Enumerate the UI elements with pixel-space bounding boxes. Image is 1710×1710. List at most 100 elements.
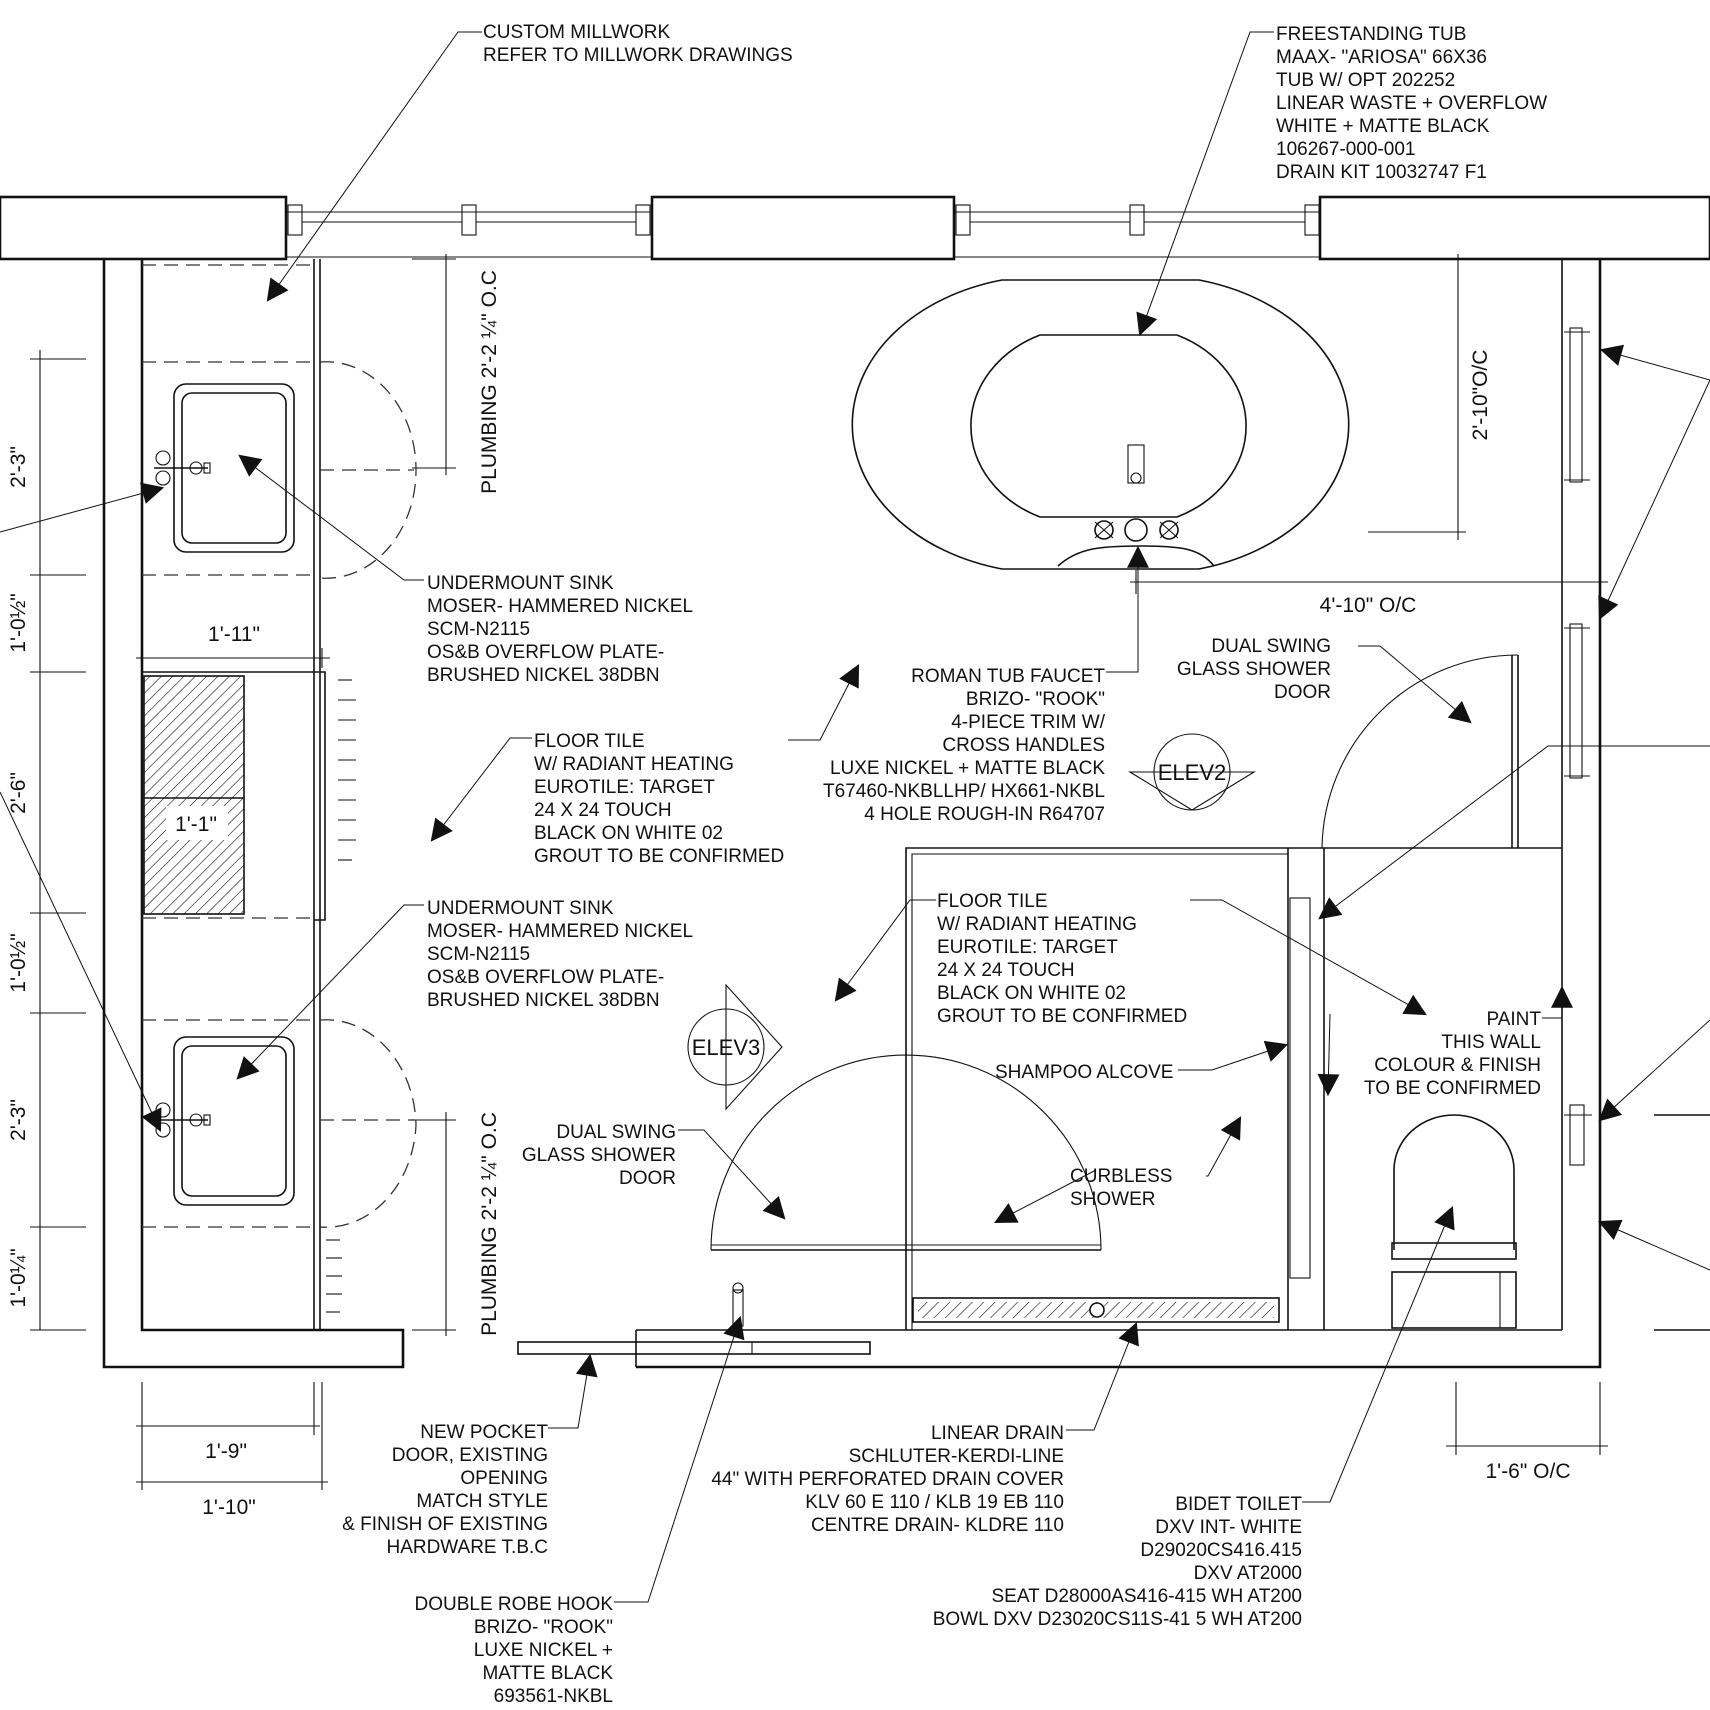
svg-text:NEW POCKET: NEW POCKET	[420, 1422, 548, 1443]
dim-left-1: 2'-3"	[7, 446, 30, 488]
dim-tub-to-wall: 4'-10" O/C	[1320, 594, 1417, 617]
drawer-dashes-lower	[326, 1239, 342, 1313]
svg-text:MATCH STYLE: MATCH STYLE	[416, 1491, 548, 1512]
vanity-niche	[142, 671, 326, 921]
note-bidet: BIDET TOILET DXV INT- WHITE D29020CS416.…	[933, 1494, 1303, 1630]
svg-text:106267-000-001: 106267-000-001	[1276, 139, 1415, 160]
svg-text:HARDWARE T.B.C: HARDWARE T.B.C	[386, 1537, 548, 1558]
dim-plumbing-bottom: PLUMBING 2'-2 ¼" O.C	[478, 1112, 501, 1336]
room-walls	[102, 259, 1710, 1369]
svg-text:BLACK ON WHITE 02: BLACK ON WHITE 02	[534, 823, 723, 844]
svg-text:EUROTILE: TARGET: EUROTILE: TARGET	[937, 937, 1118, 958]
svg-text:UNDERMOUNT SINK: UNDERMOUNT SINK	[427, 573, 614, 594]
svg-text:& FINISH OF EXISTING: & FINISH OF EXISTING	[342, 1514, 548, 1535]
top-exterior-wall	[0, 195, 1710, 261]
svg-text:WHITE + MATTE BLACK: WHITE + MATTE BLACK	[1276, 116, 1490, 137]
svg-text:LUXE NICKEL +: LUXE NICKEL +	[474, 1640, 613, 1661]
svg-text:GROUT TO BE CONFIRMED: GROUT TO BE CONFIRMED	[534, 846, 784, 867]
svg-text:MAAX- "ARIOSA" 66X36: MAAX- "ARIOSA" 66X36	[1276, 47, 1487, 68]
elev3-label: ELEV3	[692, 1035, 761, 1060]
towel-bar-lower	[1564, 623, 1590, 779]
svg-text:ROMAN TUB FAUCET: ROMAN TUB FAUCET	[911, 666, 1105, 687]
sink-upper	[154, 383, 295, 553]
tub-depth-dimension: 2'-10"O/C	[1368, 254, 1500, 540]
note-shower-door-lower: DUAL SWING GLASS SHOWER DOOR	[522, 1122, 676, 1189]
svg-text:GLASS SHOWER: GLASS SHOWER	[1177, 659, 1331, 680]
svg-text:SHOWER: SHOWER	[1070, 1189, 1156, 1210]
svg-text:DXV AT2000: DXV AT2000	[1194, 1563, 1302, 1584]
shower-door-lower-glass	[710, 1054, 1102, 1251]
drawer-dashes-upper	[338, 679, 356, 861]
svg-text:DUAL SWING: DUAL SWING	[1211, 636, 1331, 657]
svg-text:CURBLESS: CURBLESS	[1070, 1166, 1172, 1187]
svg-text:24 X 24 TOUCH: 24 X 24 TOUCH	[534, 800, 672, 821]
svg-text:OS&B OVERFLOW PLATE-: OS&B OVERFLOW PLATE-	[427, 967, 664, 988]
leader-lines	[0, 31, 1710, 1603]
plumbing-dimension-top: PLUMBING 2'-2 ¼" O.C	[412, 254, 501, 494]
bidet-toilet	[1391, 1114, 1517, 1329]
svg-text:OS&B OVERFLOW PLATE-: OS&B OVERFLOW PLATE-	[427, 642, 664, 663]
svg-text:BRIZO- "ROOK": BRIZO- "ROOK"	[966, 689, 1105, 710]
svg-text:SHAMPOO ALCOVE: SHAMPOO ALCOVE	[995, 1062, 1173, 1083]
svg-text:DXV INT- WHITE: DXV INT- WHITE	[1155, 1517, 1302, 1538]
base-dimensions: 1'-9" 1'-10"	[136, 1382, 328, 1519]
svg-text:FREESTANDING TUB: FREESTANDING TUB	[1276, 24, 1466, 45]
dim-base-1: 1'-9"	[205, 1440, 247, 1463]
window-left	[287, 204, 651, 236]
svg-text:FLOOR TILE: FLOOR TILE	[937, 891, 1048, 912]
dim-base-2: 1'-10"	[202, 1496, 256, 1519]
note-paint: PAINT THIS WALL COLOUR & FINISH TO BE CO…	[1364, 1009, 1541, 1099]
svg-text:MATTE BLACK: MATTE BLACK	[482, 1663, 613, 1684]
dim-vanity-width: 1'-11"	[208, 623, 260, 646]
note-shampoo: SHAMPOO ALCOVE	[995, 1062, 1173, 1083]
svg-text:LINEAR DRAIN: LINEAR DRAIN	[931, 1423, 1064, 1444]
svg-text:KLV 60 E 110 / KLB 19 EB 110: KLV 60 E 110 / KLB 19 EB 110	[805, 1492, 1064, 1513]
pocket-door	[517, 1282, 871, 1367]
dim-left-2: 1'-0½"	[7, 593, 30, 652]
note-curbless: CURBLESS SHOWER	[1070, 1166, 1172, 1210]
dim-left-3: 2'-6"	[7, 772, 30, 814]
svg-text:CROSS HANDLES: CROSS HANDLES	[942, 735, 1105, 756]
note-floor-tile-main: FLOOR TILE W/ RADIANT HEATING EUROTILE: …	[534, 731, 784, 867]
dim-tub-depth: 2'-10"O/C	[1469, 350, 1492, 441]
elev2-label: ELEV2	[1158, 760, 1227, 785]
paper-holder	[1564, 1104, 1592, 1166]
sink-lower	[154, 1036, 295, 1206]
svg-text:BLACK ON WHITE 02: BLACK ON WHITE 02	[937, 983, 1126, 1004]
svg-text:UNDERMOUNT SINK: UNDERMOUNT SINK	[427, 898, 614, 919]
tub-faucet-fixture	[1094, 444, 1179, 542]
svg-text:TO BE CONFIRMED: TO BE CONFIRMED	[1364, 1078, 1541, 1099]
svg-text:T67460-NKBLLHP/ HX661-NKBL: T67460-NKBLLHP/ HX661-NKBL	[823, 781, 1105, 802]
svg-text:DOOR: DOOR	[619, 1168, 676, 1189]
bidet-oc-dimension: 1'-6" O/C	[1446, 1382, 1608, 1483]
svg-text:EUROTILE: TARGET: EUROTILE: TARGET	[534, 777, 715, 798]
note-sink-lower: UNDERMOUNT SINK MOSER- HAMMERED NICKEL S…	[427, 898, 693, 1011]
svg-text:D29020CS416.415: D29020CS416.415	[1140, 1540, 1302, 1561]
svg-text:BIDET TOILET: BIDET TOILET	[1175, 1494, 1302, 1515]
svg-text:44" WITH PERFORATED DRAIN COVE: 44" WITH PERFORATED DRAIN COVER	[711, 1469, 1064, 1490]
svg-text:4 HOLE ROUGH-IN R64707: 4 HOLE ROUGH-IN R64707	[864, 804, 1105, 825]
freestanding-tub	[851, 279, 1350, 570]
svg-text:MOSER- HAMMERED NICKEL: MOSER- HAMMERED NICKEL	[427, 921, 693, 942]
note-sink-upper: UNDERMOUNT SINK MOSER- HAMMERED NICKEL S…	[427, 573, 693, 686]
svg-text:TUB W/ OPT 202252: TUB W/ OPT 202252	[1276, 70, 1455, 91]
svg-text:GROUT TO BE CONFIRMED: GROUT TO BE CONFIRMED	[937, 1006, 1187, 1027]
svg-text:DRAIN KIT 10032747 F1: DRAIN KIT 10032747 F1	[1276, 162, 1487, 183]
vanity-width-dimension: 1'-11"	[136, 623, 330, 668]
note-floor-tile-shower: FLOOR TILE W/ RADIANT HEATING EUROTILE: …	[937, 891, 1187, 1027]
svg-text:693561-NKBL: 693561-NKBL	[494, 1686, 613, 1707]
svg-text:DOUBLE ROBE HOOK: DOUBLE ROBE HOOK	[415, 1594, 614, 1615]
svg-text:COLOUR & FINISH: COLOUR & FINISH	[1374, 1055, 1541, 1076]
linear-drain	[912, 1297, 1280, 1323]
note-millwork: CUSTOM MILLWORK REFER TO MILLWORK DRAWIN…	[483, 22, 793, 66]
svg-text:W/ RADIANT HEATING: W/ RADIANT HEATING	[937, 914, 1137, 935]
elev3-marker: ELEV3	[687, 983, 783, 1111]
dim-bidet-oc: 1'-6" O/C	[1486, 1460, 1571, 1483]
dim-left-5: 2'-3"	[7, 1099, 30, 1141]
elev2-marker: ELEV2	[1128, 733, 1256, 811]
svg-text:DUAL SWING: DUAL SWING	[556, 1122, 676, 1143]
vanity-cabinet-doors	[319, 361, 417, 1228]
towel-bar-upper	[1564, 327, 1590, 483]
svg-text:SCHLUTER-KERDI-LINE: SCHLUTER-KERDI-LINE	[849, 1446, 1064, 1467]
